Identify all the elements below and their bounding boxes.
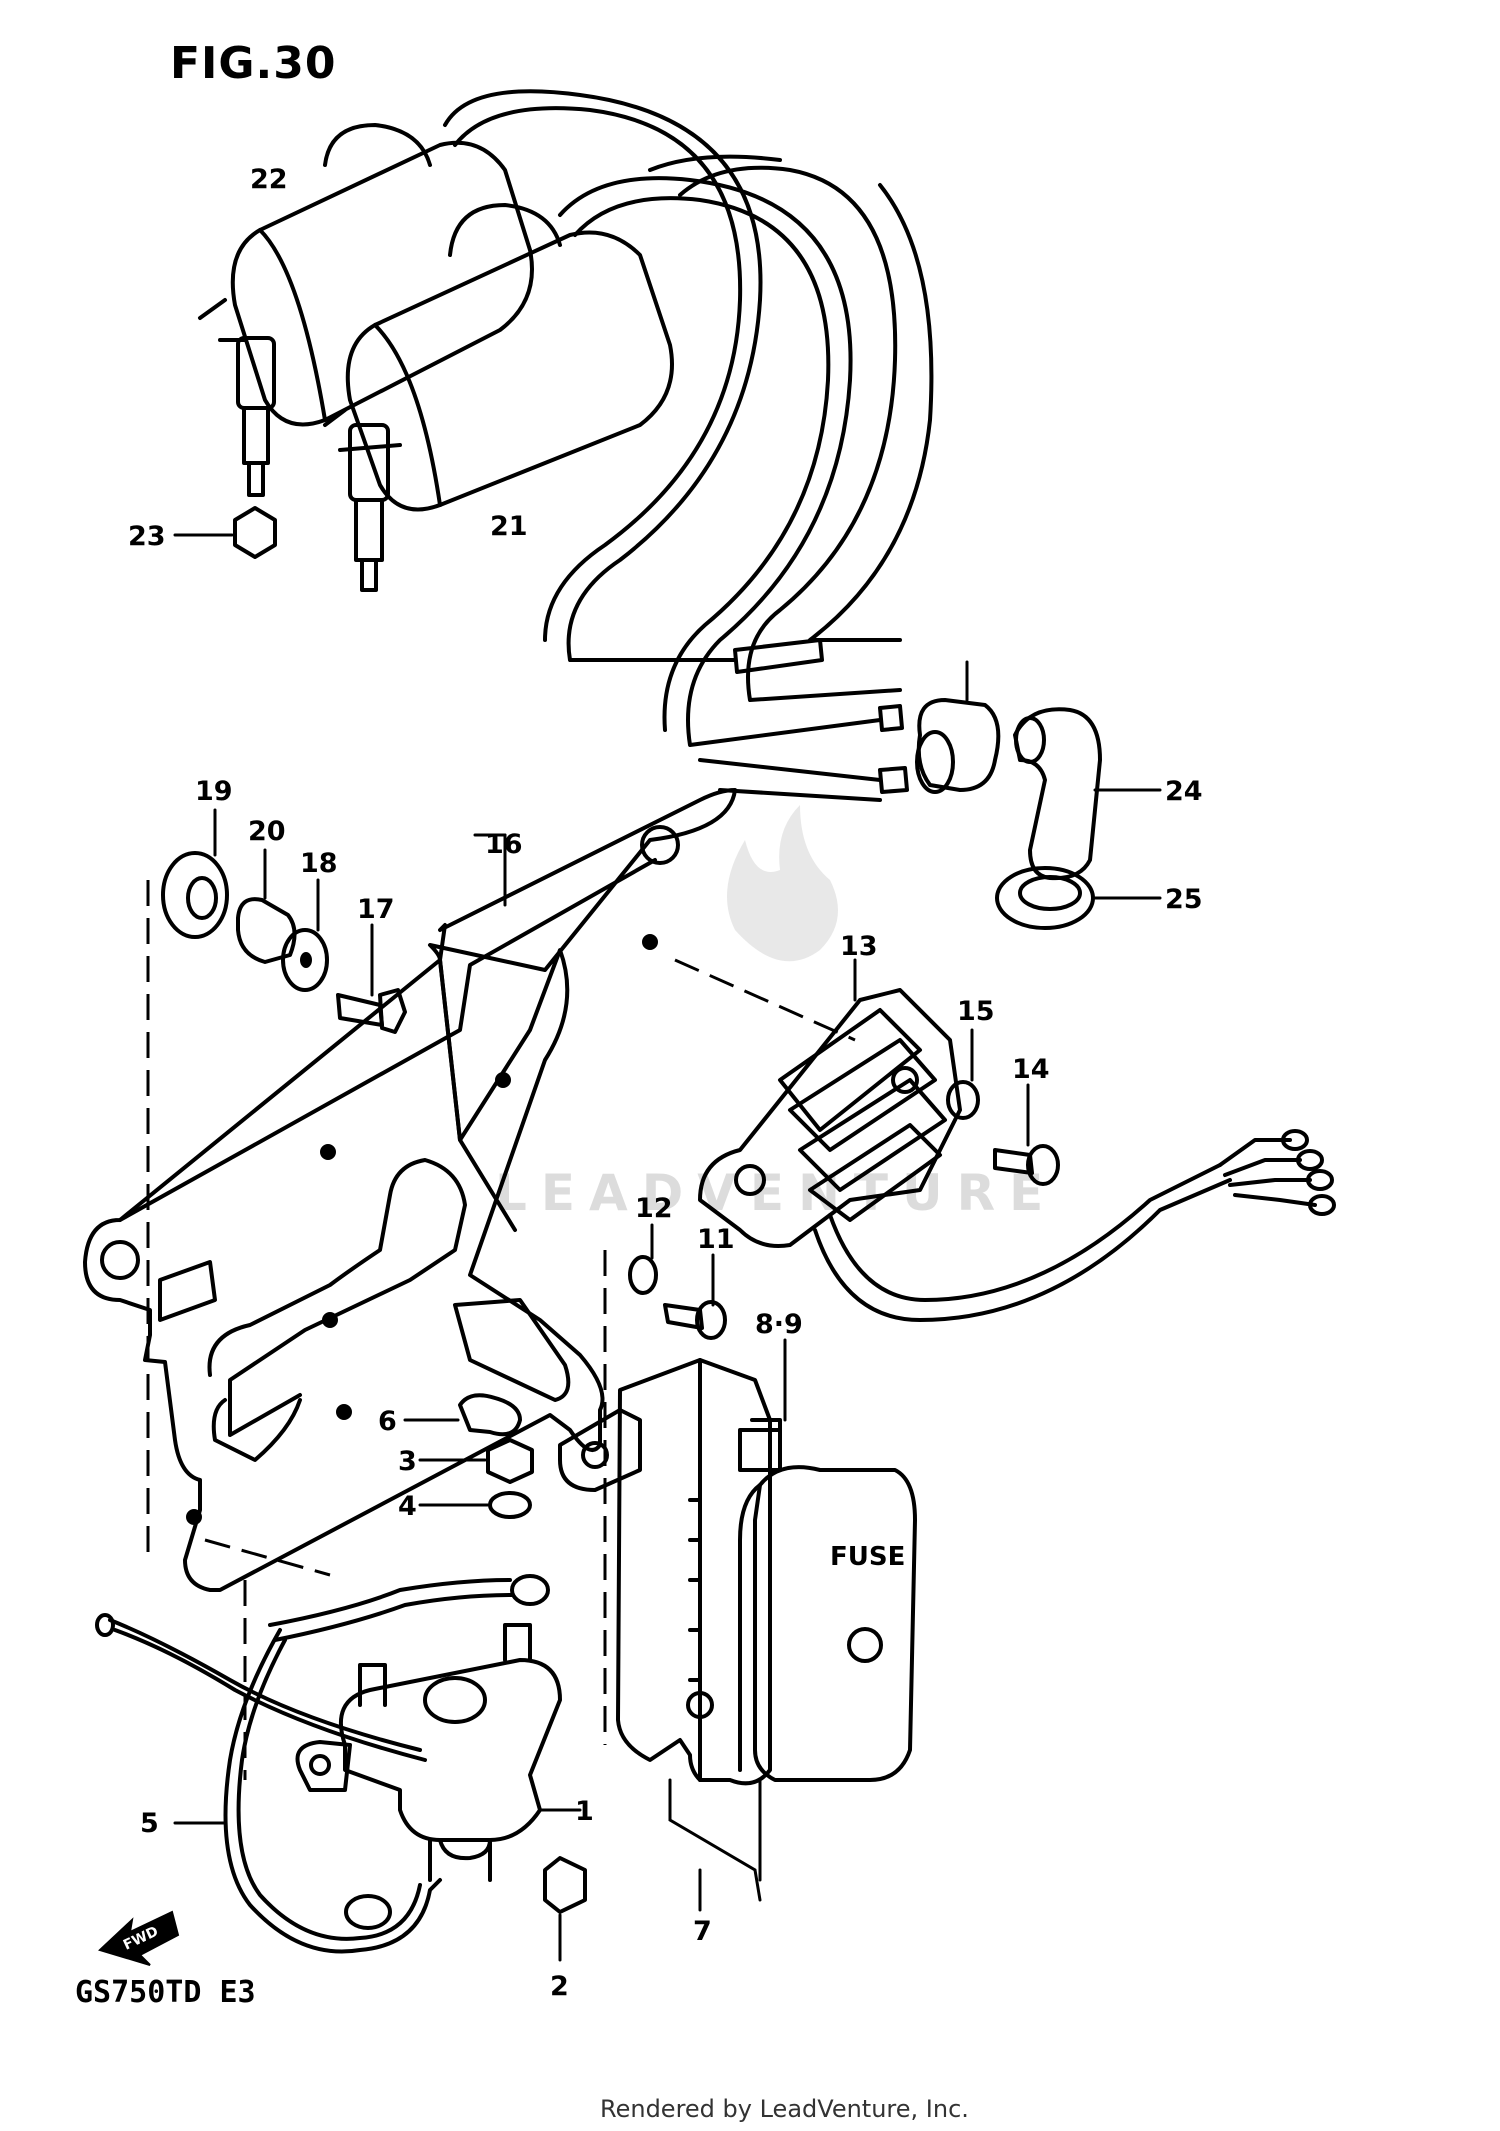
- ignition-coil-20: [323, 203, 674, 592]
- callout-8-9: 8·9: [755, 1309, 803, 1340]
- terminal-cap-6: [403, 1393, 522, 1437]
- callout-15: 16: [485, 829, 523, 860]
- callout-24: 25: [1165, 884, 1203, 915]
- callout-6: 6: [378, 1406, 397, 1437]
- washer-14: [946, 1028, 980, 1120]
- callout-17: 18: [300, 848, 338, 879]
- mounting-bracket-15: [83, 788, 737, 1592]
- nut-22: [173, 506, 277, 559]
- callout-21: 22: [250, 164, 288, 195]
- callout-4: 4: [398, 1491, 417, 1522]
- washer-4: [418, 1491, 532, 1519]
- plug-cap-23: [1013, 707, 1162, 881]
- forward-arrow-icon: FWD: [98, 1910, 180, 1966]
- watermark-text: LEADVENTURE: [495, 1164, 1057, 1222]
- high-tension-leads: [443, 89, 934, 802]
- washer-17: [281, 878, 329, 992]
- callout-18: 19: [195, 776, 233, 807]
- callout-23: 24: [1165, 776, 1203, 807]
- callouts: 22 21 23 24 25 19 20 18 17 16 13 15 14 1…: [128, 164, 1203, 2002]
- callout-3: 3: [398, 1446, 417, 1477]
- grommet-25: [915, 660, 1001, 794]
- callout-16: 17: [357, 894, 395, 925]
- grommet-18: [161, 808, 229, 939]
- nut-3: [418, 1438, 534, 1484]
- starter-relay-1: [295, 1623, 582, 1882]
- callout-14: 15: [957, 996, 995, 1027]
- footer-credit: Rendered by LeadVenture, Inc.: [600, 2095, 969, 2123]
- callout-10: 11: [697, 1224, 735, 1255]
- regulator-rectifier-12: [674, 958, 1336, 1322]
- callout-22: 23: [128, 521, 166, 552]
- screw-13: [993, 1083, 1060, 1186]
- washer-11: [628, 1223, 658, 1295]
- screw-2: [543, 1856, 587, 1962]
- ignition-coil-21: [198, 123, 534, 497]
- callout-13: 14: [1012, 1054, 1050, 1085]
- callout-19: 20: [248, 816, 286, 847]
- callout-11: 12: [635, 1193, 673, 1224]
- callout-20: 21: [490, 511, 528, 542]
- callout-12: 13: [840, 931, 878, 962]
- junction-box-7: FUSE: [558, 1250, 917, 1912]
- spring-24: [995, 866, 1162, 930]
- watermark: LEADVENTURE: [495, 805, 1057, 1222]
- callout-7: 7: [693, 1916, 712, 1947]
- callout-2: 2: [550, 1971, 569, 2002]
- callout-5: 5: [140, 1808, 159, 1839]
- screw-10: [663, 1253, 727, 1340]
- fuse-cover-label: FUSE: [830, 1542, 905, 1572]
- relay-leads: [95, 1538, 550, 1954]
- callout-1: 1: [575, 1796, 594, 1827]
- figure-title: FIG.30: [170, 38, 337, 89]
- model-code: GS750TD E3: [75, 1975, 256, 2010]
- bolt-16: [336, 923, 407, 1034]
